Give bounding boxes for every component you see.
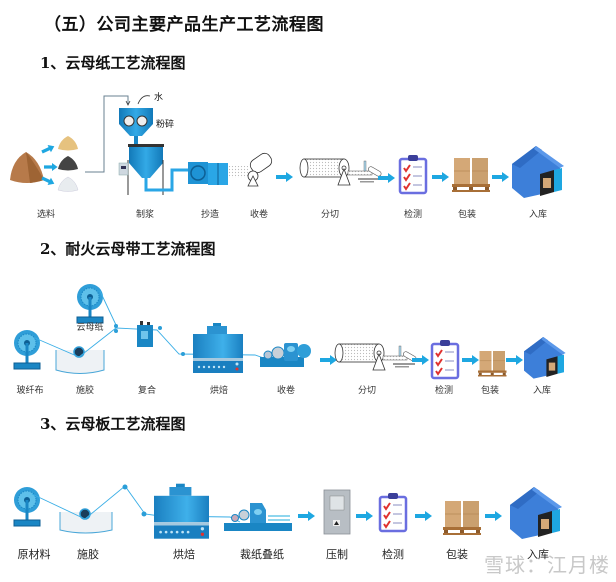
boxes-on-pallet-icon xyxy=(477,350,507,377)
section-1-diagram xyxy=(10,95,564,198)
step-label: 分切 xyxy=(320,210,340,220)
paper-machine-icon xyxy=(188,162,248,185)
step-label: 原材料 xyxy=(17,548,51,561)
section-3-heading: 3、云母板工艺流程图 xyxy=(40,415,186,433)
warehouse-icon xyxy=(512,146,564,198)
step-label: 包装 xyxy=(480,386,500,396)
step-label: 检测 xyxy=(403,210,423,220)
step-label: 入库 xyxy=(528,210,548,220)
step-label: 包装 xyxy=(446,548,468,561)
slitting-machine-icon xyxy=(299,158,383,186)
glass-fiber-reel-icon xyxy=(13,329,41,370)
winding-machine-icon xyxy=(247,152,273,187)
step-label: 烘焙 xyxy=(173,548,195,561)
clipboard-checklist-icon xyxy=(430,338,460,380)
gluing-bath-icon xyxy=(59,508,113,534)
step-label: 选料 xyxy=(36,210,56,220)
section-2-diagram xyxy=(13,283,566,380)
step-label: 检测 xyxy=(434,386,454,396)
step-label: 压制 xyxy=(326,548,348,561)
laminating-machine-icon xyxy=(137,321,153,347)
raw-material-pile-icon xyxy=(10,152,44,183)
boxes-on-pallet-icon xyxy=(451,157,491,193)
warehouse-icon xyxy=(510,487,562,539)
water-label: 水 xyxy=(154,93,164,103)
step-label: 施胶 xyxy=(77,548,99,561)
step-label: 入库 xyxy=(532,386,552,396)
mica-paper-label: 云母纸 xyxy=(76,323,104,333)
winding-machine-icon xyxy=(259,342,312,368)
section-1-heading: 1、云母纸工艺流程图 xyxy=(40,54,186,72)
cutting-stacking-machine-icon xyxy=(224,503,292,531)
watermark: 雪球：江月楼 xyxy=(484,553,610,577)
step-label: 收卷 xyxy=(276,386,296,396)
clipboard-checklist-icon xyxy=(378,491,408,533)
clipboard-checklist-icon xyxy=(398,153,428,195)
step-label: 复合 xyxy=(137,386,157,396)
step-label: 收卷 xyxy=(249,210,269,220)
baking-oven-icon xyxy=(154,483,209,539)
step-label: 分切 xyxy=(357,386,377,396)
pulping-tank-icon xyxy=(118,144,188,195)
step-label: 入库 xyxy=(527,548,549,561)
baking-oven-icon xyxy=(193,323,243,373)
gluing-bath-icon xyxy=(55,346,105,374)
section-2-heading: 2、耐火云母带工艺流程图 xyxy=(40,240,216,258)
step-label: 烘焙 xyxy=(209,386,229,396)
mica-paper-reel-icon xyxy=(76,283,104,324)
section-3-diagram xyxy=(13,483,562,539)
warehouse-icon xyxy=(524,337,566,379)
boxes-on-pallet-icon xyxy=(442,500,482,536)
step-label: 包装 xyxy=(457,210,477,220)
step-label: 检测 xyxy=(382,548,404,561)
page-title: （五）公司主要产品生产工艺流程图 xyxy=(44,15,324,35)
raw-material-reel-icon xyxy=(13,486,41,527)
crush-label: 粉碎 xyxy=(156,120,175,130)
step-label: 抄造 xyxy=(200,210,220,220)
step-label: 制浆 xyxy=(135,210,155,220)
step-label: 玻纤布 xyxy=(16,386,44,396)
press-machine-icon xyxy=(323,489,351,535)
step-label: 施胶 xyxy=(75,386,95,396)
sorted-material-piles-icon xyxy=(57,136,79,192)
step-label: 裁纸叠纸 xyxy=(240,548,284,561)
crusher-icon xyxy=(119,108,153,146)
slitting-machine-icon xyxy=(334,343,418,371)
